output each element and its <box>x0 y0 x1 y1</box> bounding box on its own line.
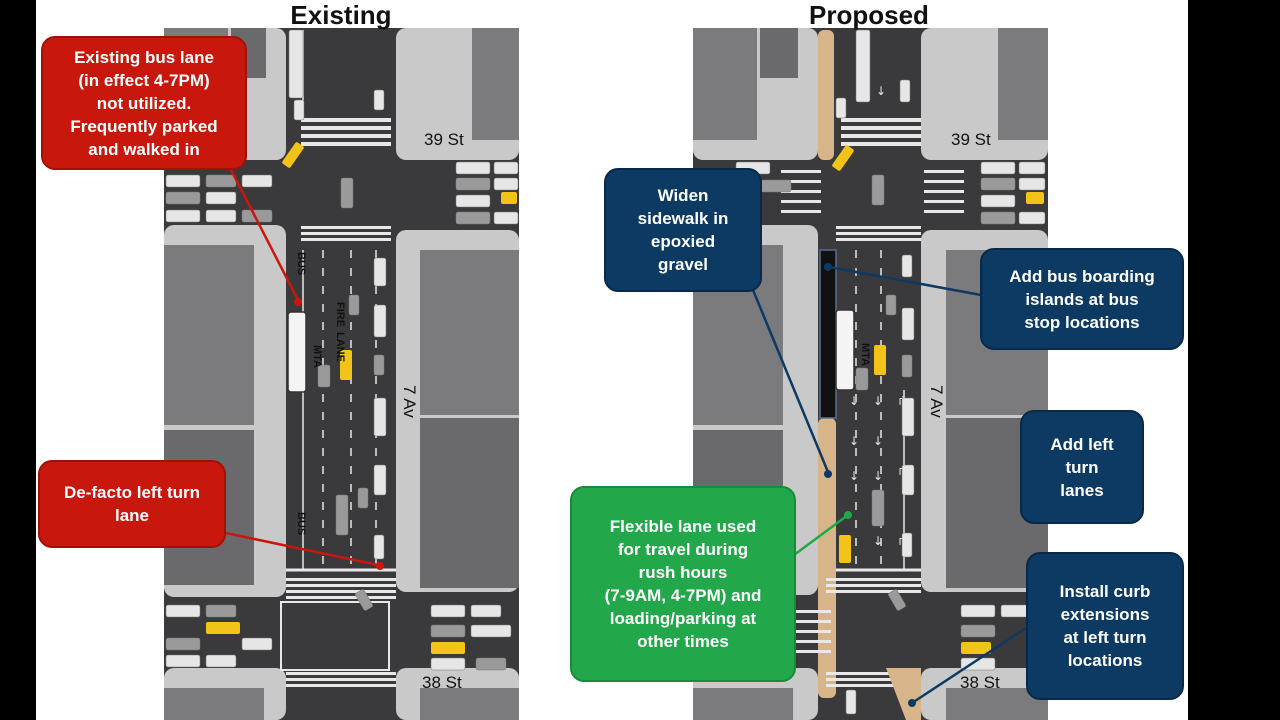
svg-text:↓: ↓ <box>873 469 883 483</box>
svg-text:↓: ↓ <box>873 534 883 548</box>
existing-bus-label: MTA <box>311 345 323 368</box>
callout-defacto-left-turn: De-facto left turn lane <box>38 460 226 548</box>
callout-widen-sidewalk: Widen sidewalk in epoxied gravel <box>604 168 762 292</box>
callout-left-turn-lanes: Add left turn lanes <box>1020 410 1144 524</box>
callout-bus-boarding-islands: Add bus boarding islands at bus stop loc… <box>980 248 1184 350</box>
svg-text:↓: ↓ <box>873 394 883 408</box>
svg-text:BUS: BUS <box>295 512 307 535</box>
svg-text:↓: ↓ <box>876 84 886 98</box>
proposed-label-7-av: 7 Av <box>927 385 946 418</box>
existing-map: MTA BUS BUS FIRE LANE 39 St 7 Av 38 St <box>164 28 519 720</box>
callout-flexible-lane: Flexible lane used for travel during rus… <box>570 486 796 682</box>
callout-curb-extensions: Install curb extensions at left turn loc… <box>1026 552 1184 700</box>
proposed-title: Proposed <box>809 0 929 30</box>
svg-text:LANE: LANE <box>334 332 346 362</box>
svg-text:↓: ↓ <box>849 394 859 408</box>
svg-text:↓: ↓ <box>849 469 859 483</box>
callout-existing-bus-lane: Existing bus lane (in effect 4-7PM) not … <box>41 36 247 170</box>
existing-label-38-st: 38 St <box>422 673 462 692</box>
svg-text:↓: ↓ <box>873 434 883 448</box>
existing-label-7-av: 7 Av <box>400 385 419 418</box>
svg-text:FIRE: FIRE <box>334 302 346 327</box>
diagram-stage: MTA BUS BUS FIRE LANE 39 St 7 Av 38 St <box>36 0 1188 720</box>
svg-text:BUS: BUS <box>295 252 307 275</box>
svg-text:↓: ↓ <box>849 434 859 448</box>
proposed-label-39-st: 39 St <box>951 130 991 149</box>
existing-label-39-st: 39 St <box>424 130 464 149</box>
existing-title: Existing <box>290 0 392 30</box>
proposed-label-38-st: 38 St <box>960 673 1000 692</box>
proposed-bus-label: MTA <box>859 343 871 366</box>
